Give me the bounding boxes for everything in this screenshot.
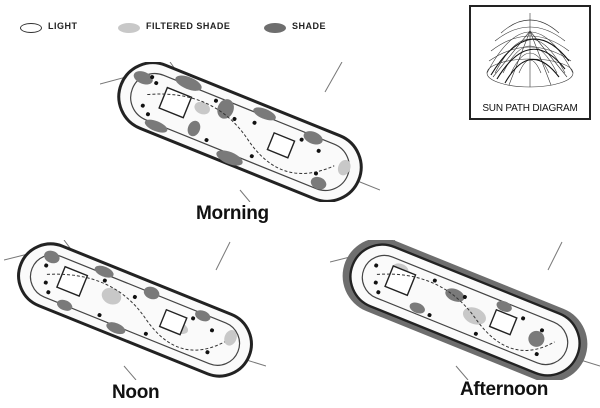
plan-title-morning: Morning — [196, 203, 269, 224]
plan-title-afternoon: Afternoon — [460, 379, 549, 400]
filtered-shade-swatch — [118, 23, 140, 33]
shade-swatch — [264, 23, 286, 33]
sun-path-dome-graphic — [486, 13, 574, 88]
sun-path-diagram: SUN PATH DIAGRAM — [469, 5, 591, 120]
sun-path-label: SUN PATH DIAGRAM — [482, 103, 578, 114]
site-plan-noon — [4, 240, 266, 380]
site-plan-afternoon — [330, 240, 600, 380]
plan-title-noon: Noon — [112, 382, 160, 403]
legend-label-shade: SHADE — [292, 21, 327, 31]
legend-label-light: LIGHT — [48, 21, 78, 31]
legend-label-filtered-shade: FILTERED SHADE — [146, 21, 231, 31]
site-plan-morning — [100, 62, 380, 202]
light-swatch — [20, 23, 42, 33]
